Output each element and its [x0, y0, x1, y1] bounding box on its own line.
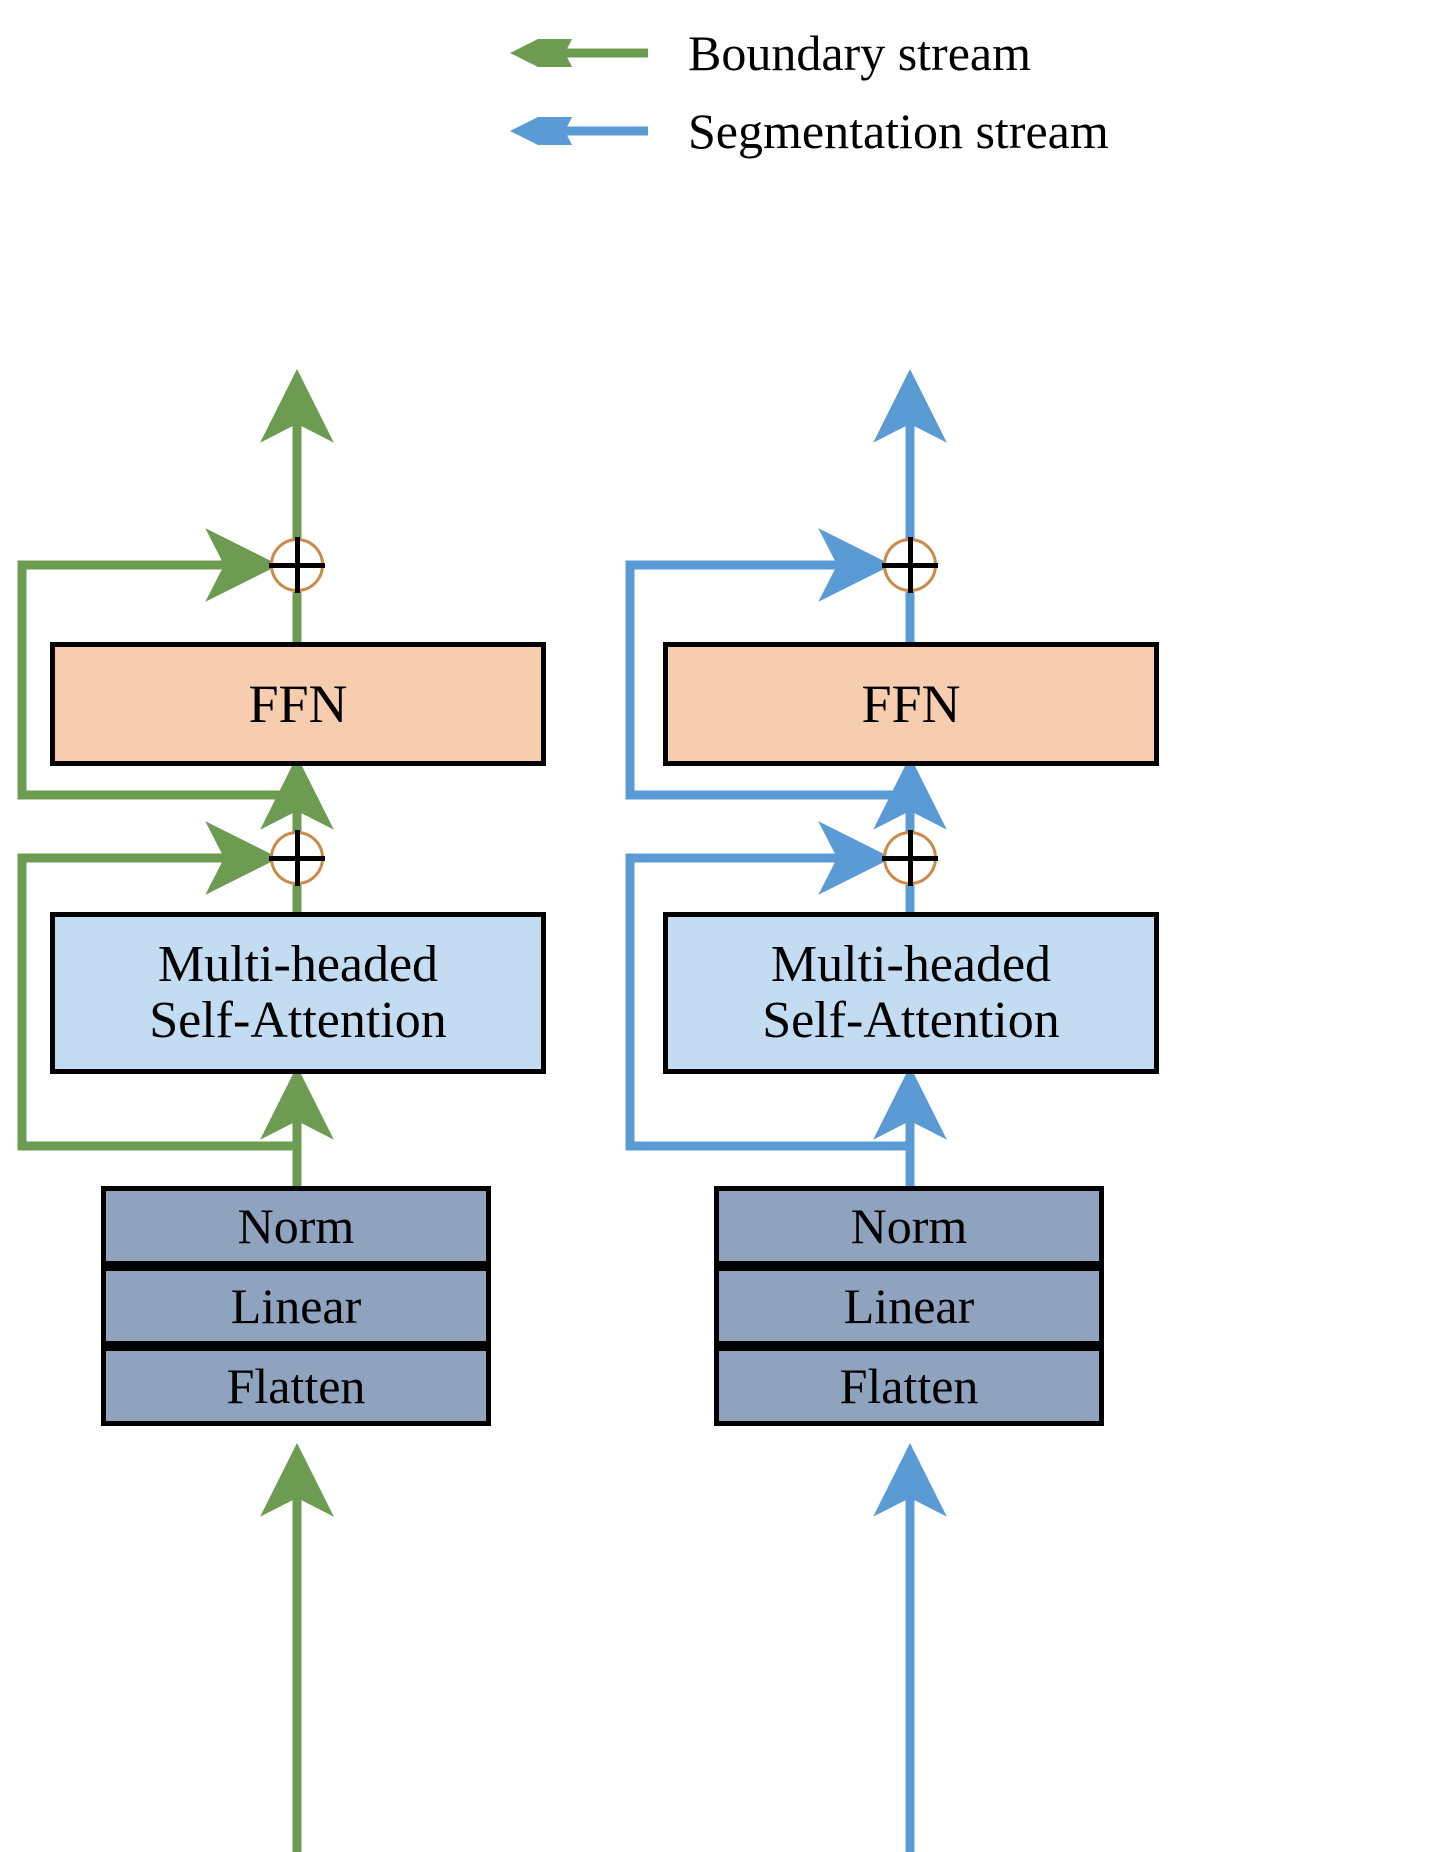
legend-item-boundary: Boundary stream: [505, 14, 1245, 92]
boundary-mhsa-label-line2: Self-Attention: [149, 992, 447, 1049]
boundary-ffn-block[interactable]: FFN: [50, 642, 546, 766]
segmentation-linear-block[interactable]: Linear: [714, 1266, 1104, 1346]
boundary-flatten-block[interactable]: Flatten: [101, 1346, 491, 1426]
segmentation-mhsa-block[interactable]: Multi-headed Self-Attention: [663, 912, 1159, 1074]
legend-label-boundary: Boundary stream: [688, 25, 1031, 81]
legend-item-segmentation: Segmentation stream: [505, 92, 1245, 170]
segmentation-mhsa-label-line2: Self-Attention: [762, 992, 1060, 1049]
segmentation-adder-bottom[interactable]: [882, 830, 938, 886]
segmentation-norm-block[interactable]: Norm: [714, 1186, 1104, 1266]
boundary-linear-label: Linear: [230, 1278, 362, 1334]
legend-label-segmentation: Segmentation stream: [688, 103, 1109, 159]
boundary-flatten-label: Flatten: [226, 1358, 366, 1414]
segmentation-mhsa-label-line1: Multi-headed: [770, 935, 1052, 993]
boundary-stream-connectors: [17, 368, 334, 1852]
segmentation-norm-label: Norm: [850, 1198, 968, 1254]
boundary-ffn-label: FFN: [248, 673, 348, 734]
boundary-left-arrow-icon: [505, 16, 650, 90]
segmentation-left-arrow-icon: [505, 94, 650, 168]
segmentation-ffn-block[interactable]: FFN: [663, 642, 1159, 766]
segmentation-linear-label: Linear: [843, 1278, 975, 1334]
boundary-adder-bottom[interactable]: [269, 830, 325, 886]
boundary-mhsa-label-line1: Multi-headed: [157, 935, 439, 993]
boundary-adder-top[interactable]: [269, 537, 325, 593]
boundary-mhsa-block[interactable]: Multi-headed Self-Attention: [50, 912, 546, 1074]
segmentation-stream-connectors: [625, 368, 947, 1852]
boundary-norm-block[interactable]: Norm: [101, 1186, 491, 1266]
segmentation-adder-top[interactable]: [882, 537, 938, 593]
segmentation-flatten-label: Flatten: [839, 1358, 979, 1414]
segmentation-ffn-label: FFN: [861, 673, 961, 734]
segmentation-flatten-block[interactable]: Flatten: [714, 1346, 1104, 1426]
boundary-linear-block[interactable]: Linear: [101, 1266, 491, 1346]
boundary-norm-label: Norm: [237, 1198, 355, 1254]
legend: Boundary stream Segmentation stream: [505, 14, 1245, 170]
